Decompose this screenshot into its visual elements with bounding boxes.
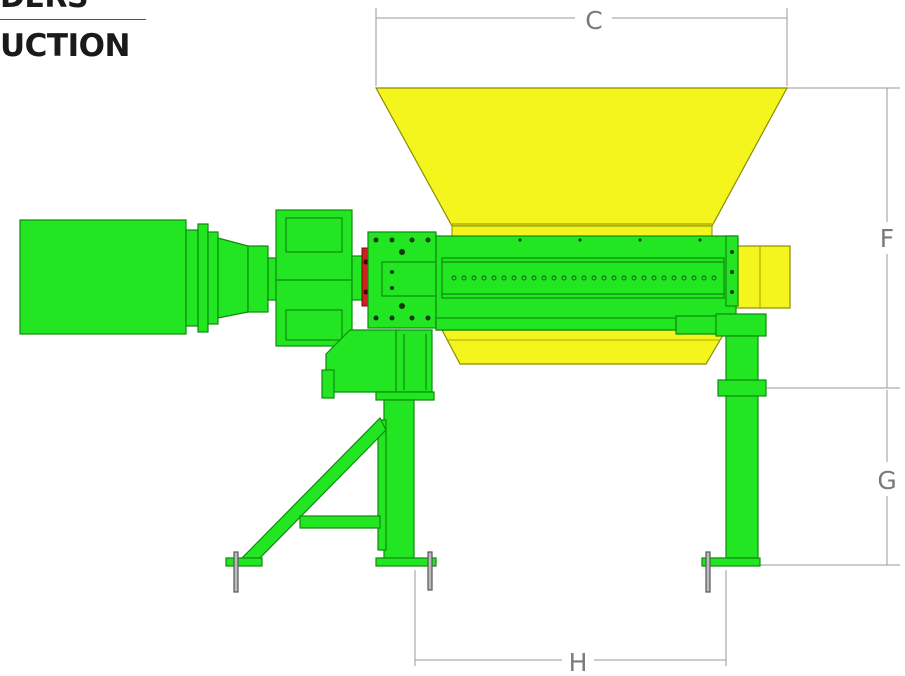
heading-line-2: UCTION (0, 28, 130, 64)
housing-bolt-row (451, 275, 717, 281)
heading-line-1: DERS (0, 0, 89, 15)
dimension-f (740, 87, 900, 389)
dimension-c (375, 8, 788, 86)
hopper (374, 87, 789, 237)
diagonal-brace (225, 416, 387, 593)
discharge-tray (441, 329, 728, 365)
dimension-label-h: H (569, 648, 588, 676)
gearbox (275, 209, 367, 347)
electric-motor (19, 219, 279, 335)
housing-fasteners (373, 237, 734, 321)
dimension-g (740, 390, 900, 566)
dimension-h (414, 570, 727, 666)
cutting-chamber-housing (367, 231, 763, 335)
dimension-label-c: C (585, 6, 602, 35)
right-leg (701, 313, 767, 593)
motor-support-frame (321, 329, 435, 401)
heading-divider (0, 19, 146, 20)
side-cover (735, 245, 791, 309)
dimension-label-g: G (877, 466, 896, 495)
left-leg (375, 399, 437, 591)
dimension-label-f: F (880, 224, 894, 253)
